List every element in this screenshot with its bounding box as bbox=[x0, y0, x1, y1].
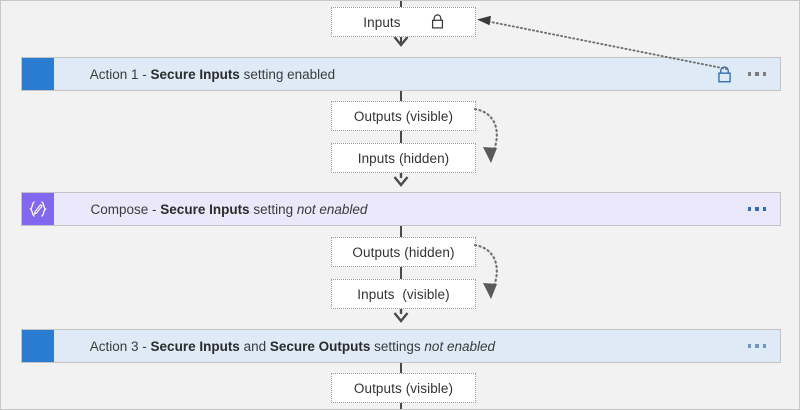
connector-segment-trigger-to-arrow bbox=[400, 37, 402, 43]
action-square-icon bbox=[22, 58, 54, 90]
compose-label: Compose - Secure Inputs setting not enab… bbox=[68, 187, 368, 232]
action-row-action-3[interactable]: Action 3 - Secure Inputs and Secure Outp… bbox=[21, 329, 781, 363]
connector-segment-outputs-to-inputs-1 bbox=[400, 131, 402, 143]
outputs-visible-label-3: Outputs (visible) bbox=[353, 380, 454, 396]
ellipsis-icon[interactable] bbox=[747, 72, 766, 76]
compose-braces-icon bbox=[22, 193, 54, 225]
action-3-label-bold-1: Secure Inputs bbox=[150, 338, 240, 354]
action-3-label: Action 3 - Secure Inputs and Secure Outp… bbox=[68, 324, 495, 369]
connector-segment-top bbox=[400, 1, 402, 7]
connector-segment-action3-to-outputs bbox=[400, 363, 402, 373]
compose-label-prefix: Compose - bbox=[90, 201, 161, 217]
action-row-compose[interactable]: Compose - Secure Inputs setting not enab… bbox=[21, 192, 781, 226]
outputs-visible-label-1: Outputs (visible) bbox=[353, 108, 454, 124]
lock-icon[interactable] bbox=[717, 65, 732, 83]
trigger-inputs-label: Inputs bbox=[363, 14, 401, 30]
trigger-inputs-box[interactable]: Inputs bbox=[331, 7, 476, 37]
action-1-label-suffix: setting enabled bbox=[239, 66, 336, 82]
connector-segment-bottom bbox=[400, 403, 402, 409]
action-1-label: Action 1 - Secure Inputs setting enabled bbox=[68, 52, 335, 97]
action-square-icon bbox=[22, 330, 54, 362]
action-3-label-bold-2: Secure Outputs bbox=[269, 338, 371, 354]
compose-label-bold: Secure Inputs bbox=[160, 201, 250, 217]
action-1-label-bold: Secure Inputs bbox=[150, 66, 240, 82]
action-row-action-1[interactable]: Action 1 - Secure Inputs setting enabled bbox=[21, 57, 781, 91]
ellipsis-icon[interactable] bbox=[747, 344, 766, 348]
action-3-label-prefix: Action 3 - bbox=[89, 338, 151, 354]
action-3-label-suffix: settings bbox=[370, 338, 425, 354]
action-1-label-prefix: Action 1 - bbox=[89, 66, 151, 82]
outputs-visible-box-1[interactable]: Outputs (visible) bbox=[331, 101, 476, 131]
inputs-hidden-box-1[interactable]: Inputs (hidden) bbox=[331, 143, 476, 173]
outputs-hidden-label-2: Outputs (hidden) bbox=[352, 244, 455, 260]
compose-label-mid: setting bbox=[249, 201, 297, 217]
connector-segment-compose-to-outputs bbox=[400, 225, 402, 237]
outputs-to-inputs-loop-2 bbox=[471, 237, 517, 307]
ellipsis-icon[interactable] bbox=[747, 207, 766, 211]
connector-segment-action1-to-outputs bbox=[400, 91, 402, 101]
inputs-visible-box-2[interactable]: Inputs (visible) bbox=[331, 279, 476, 309]
action-1-row-controls bbox=[717, 65, 781, 83]
action-3-label-italic: not enabled bbox=[424, 338, 495, 354]
lock-icon bbox=[408, 1, 444, 47]
inputs-visible-label-2: Inputs (visible) bbox=[357, 286, 450, 302]
compose-row-controls bbox=[747, 207, 781, 211]
connector-segment-outputs-to-inputs-2 bbox=[400, 267, 402, 279]
compose-label-italic: not enabled bbox=[296, 201, 368, 217]
outputs-visible-box-3[interactable]: Outputs (visible) bbox=[331, 373, 476, 403]
action-3-row-controls bbox=[747, 344, 781, 348]
action-3-label-mid: and bbox=[239, 338, 270, 354]
inputs-hidden-label-1: Inputs (hidden) bbox=[357, 150, 450, 166]
outputs-hidden-box-2[interactable]: Outputs (hidden) bbox=[331, 237, 476, 267]
outputs-to-inputs-loop-1 bbox=[471, 101, 517, 171]
